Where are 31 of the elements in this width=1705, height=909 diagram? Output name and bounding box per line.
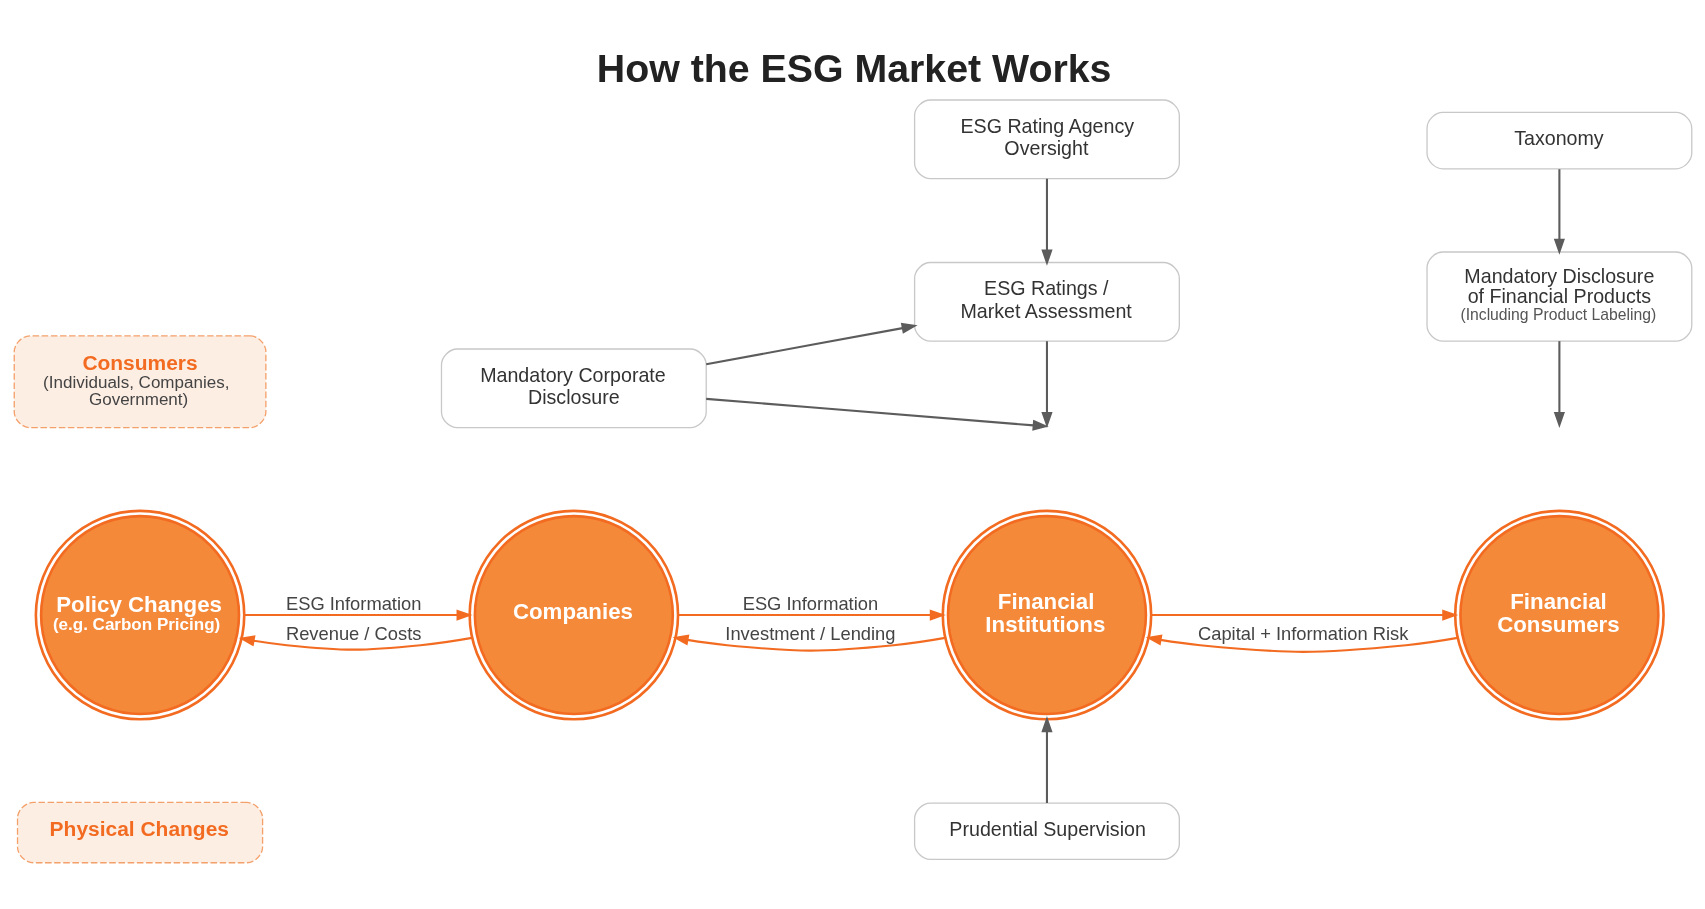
edge-label: ESG Information bbox=[285, 593, 421, 615]
node-circle: Companies bbox=[467, 509, 679, 721]
arrow bbox=[1040, 178, 1053, 266]
node-box: Taxonomy bbox=[1425, 111, 1692, 170]
arrow bbox=[1150, 609, 1458, 621]
arrow bbox=[1553, 169, 1565, 255]
node-box: ESG Ratings / Market Assessment bbox=[913, 261, 1180, 342]
arrow bbox=[677, 609, 946, 621]
arrow bbox=[244, 609, 473, 621]
edge-label: Revenue / Costs bbox=[285, 623, 421, 645]
node-box: ESG Rating Agency Oversight bbox=[913, 99, 1180, 180]
node-circle: Financial Consumers bbox=[1453, 509, 1665, 721]
node-circle: Financial Institutions bbox=[940, 509, 1152, 721]
node-circle: Policy Changes (e.g. Carbon Pricing) bbox=[34, 509, 246, 721]
node-box: Mandatory Disclosure of Financial Products (Including Product Labeling) bbox=[1425, 251, 1692, 342]
arrow bbox=[238, 635, 472, 651]
arrow bbox=[1040, 716, 1053, 803]
edge-label: ESG Information bbox=[742, 593, 878, 615]
node-box: Consumers (Individuals, Companies, Government) bbox=[13, 335, 267, 429]
arrow bbox=[1145, 634, 1458, 653]
arrow bbox=[1040, 341, 1053, 429]
arrow bbox=[705, 322, 918, 366]
edge-label: Investment / Lending bbox=[724, 623, 895, 645]
arrow bbox=[672, 634, 945, 652]
node-box: Physical Changes bbox=[16, 801, 263, 864]
arrow bbox=[1553, 341, 1565, 428]
node-box: Prudential Supervision bbox=[913, 802, 1180, 861]
node-box: Mandatory Corporate Disclosure bbox=[440, 348, 707, 429]
arrow bbox=[705, 397, 1049, 431]
edge-label: Capital + Information Risk bbox=[1197, 623, 1408, 645]
diagram-title: How the ESG Market Works bbox=[596, 45, 1111, 90]
